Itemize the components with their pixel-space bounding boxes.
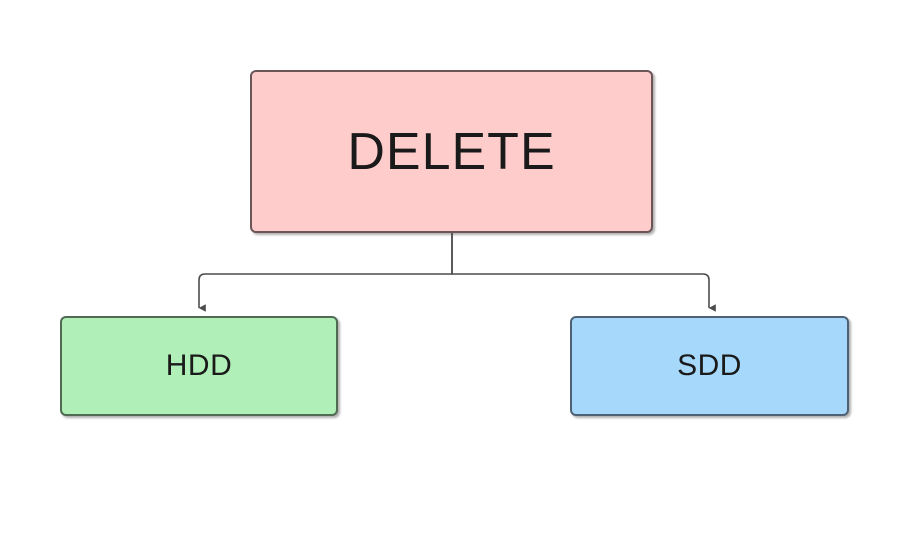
edge-delete-to-sdd bbox=[451, 233, 716, 312]
edge-delete-to-hdd bbox=[198, 233, 453, 312]
node-sdd-label: SDD bbox=[677, 349, 742, 382]
node-hdd-label: HDD bbox=[165, 349, 233, 382]
node-delete[interactable]: DELETE bbox=[250, 70, 653, 233]
node-sdd[interactable]: SDD bbox=[570, 316, 849, 416]
node-hdd[interactable]: HDD bbox=[60, 316, 338, 416]
node-delete-label: DELETE bbox=[347, 122, 556, 181]
